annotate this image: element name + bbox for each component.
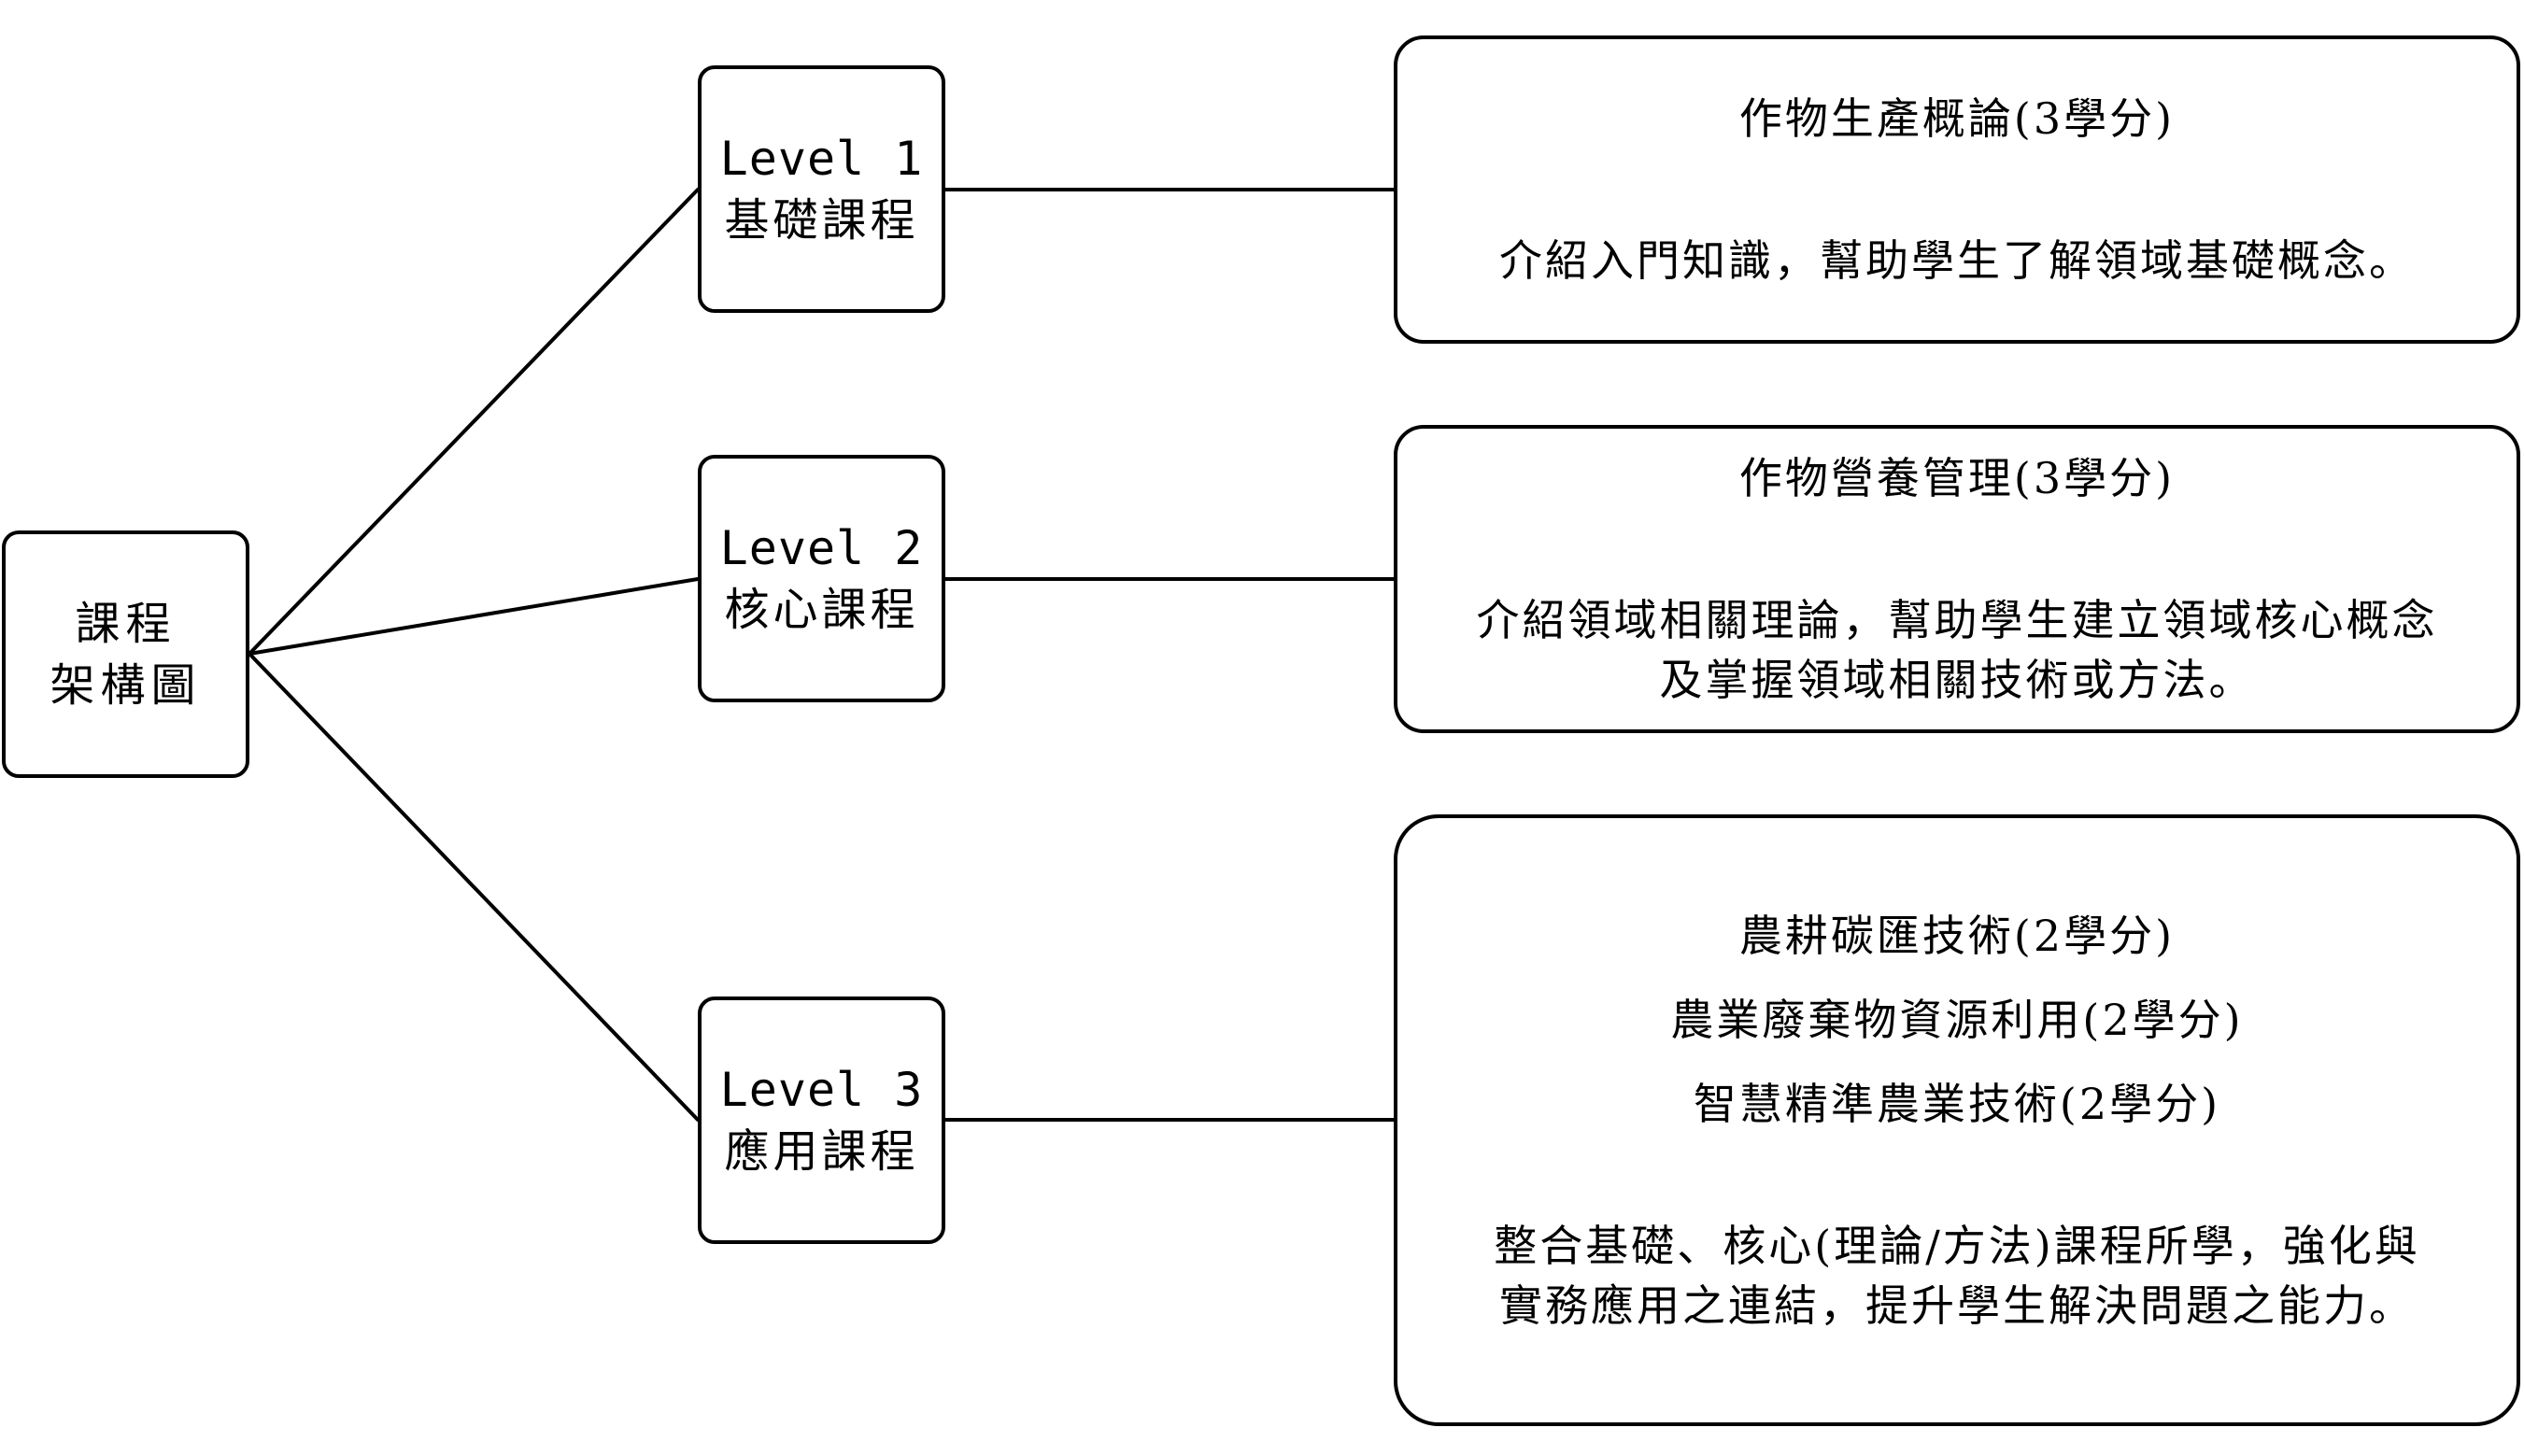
detail-node-level-1: 作物生產概論(3學分) 介紹入門知識，幫助學生了解領域基礎概念。 xyxy=(1394,35,2520,344)
course-description-line-2: 及掌握領域相關技術或方法。 xyxy=(1659,655,2255,705)
course-name: 作物營養管理(3學分) xyxy=(1738,453,2176,503)
root-node-label-line-2: 架構圖 xyxy=(50,658,202,712)
level-node-1: Level 1 基礎課程 xyxy=(698,65,945,313)
course-name: 農耕碳匯技術(2學分) xyxy=(1738,910,2176,961)
level-node-2: Level 2 核心課程 xyxy=(698,455,945,702)
course-description-line-1: 整合基礎、核心(理論/方法)課程所學，強化與 xyxy=(1494,1220,2420,1271)
level-3-name: 應用課程 xyxy=(724,1124,919,1178)
connector-root-level-3 xyxy=(248,652,700,1122)
level-3-title: Level 3 xyxy=(719,1062,924,1117)
level-2-title: Level 2 xyxy=(719,520,924,575)
detail-node-level-3: 農耕碳匯技術(2學分) 農業廢棄物資源利用(2學分) 智慧精準農業技術(2學分)… xyxy=(1394,814,2520,1426)
connector-root-level-2 xyxy=(248,577,700,656)
course-description-line-2: 實務應用之連結，提升學生解決問題之能力。 xyxy=(1499,1279,2415,1331)
level-node-3: Level 3 應用課程 xyxy=(698,997,945,1244)
course-list-level-3: 農耕碳匯技術(2學分) 農業廢棄物資源利用(2學分) 智慧精準農業技術(2學分) xyxy=(1670,906,2243,1134)
level-1-name: 基礎課程 xyxy=(724,193,919,247)
root-node-course-architecture: 課程 架構圖 xyxy=(2,530,249,778)
connector-root-level-1 xyxy=(248,188,700,656)
course-name: 作物生產概論(3學分) xyxy=(1738,93,2176,144)
course-list-level-1: 作物生產概論(3學分) xyxy=(1739,89,2175,148)
course-list-level-2: 作物營養管理(3學分) xyxy=(1739,448,2175,508)
detail-node-level-2: 作物營養管理(3學分) 介紹領域相關理論，幫助學生建立領域核心概念 及掌握領域相… xyxy=(1394,425,2520,733)
level-2-name: 核心課程 xyxy=(724,583,919,636)
level-1-title: Level 1 xyxy=(719,131,924,186)
root-node-label-line-1: 課程 xyxy=(75,597,177,650)
course-description-line-1: 介紹領域相關理論，幫助學生建立領域核心概念 xyxy=(1476,595,2438,645)
course-name: 農業廢棄物資源利用(2學分) xyxy=(1670,994,2244,1045)
course-description-line-1: 介紹入門知識，幫助學生了解領域基礎概念。 xyxy=(1499,235,2415,286)
course-name: 智慧精準農業技術(2學分) xyxy=(1693,1078,2221,1129)
